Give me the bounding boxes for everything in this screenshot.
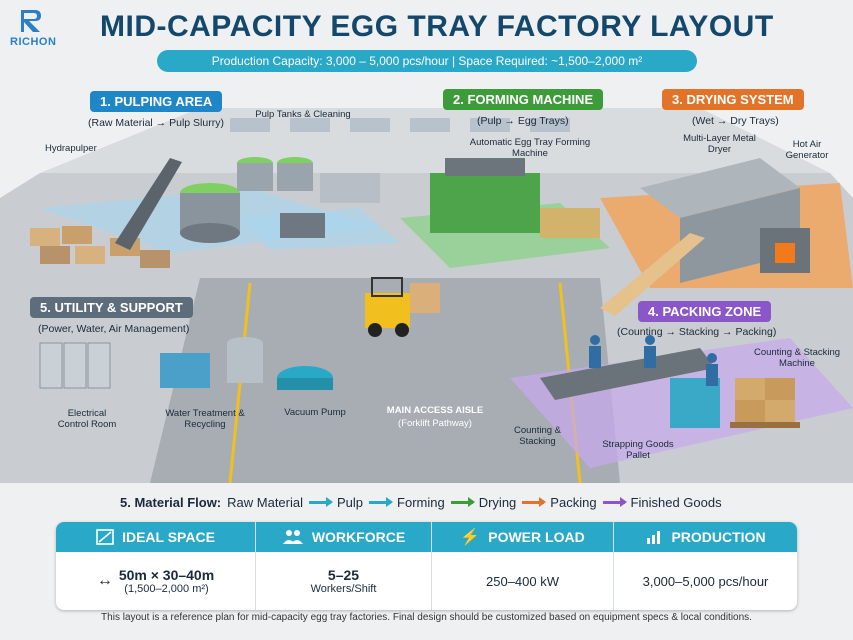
water-treatment-tanks xyxy=(160,337,263,388)
callout-pulp-tanks: Pulp Tanks & Cleaning xyxy=(255,109,351,120)
zone-subtitle-utility: (Power, Water, Air Management) xyxy=(38,323,190,335)
zone-title-utility: 5. UTILITY & SUPPORT xyxy=(30,297,193,318)
finished-pallet xyxy=(730,378,800,428)
zone-subtitle-drying: (Wet → Dry Trays) xyxy=(692,115,779,127)
zone-title-drying: 3. DRYING SYSTEM xyxy=(662,89,804,110)
footnote: This layout is a reference plan for mid-… xyxy=(101,612,752,623)
aisle-sublabel: (Forklift Pathway) xyxy=(398,418,472,429)
callout-hydrapulper: Hydrapulper xyxy=(45,143,97,154)
flow-step: Packing xyxy=(550,494,597,510)
packing-conveyor xyxy=(540,348,715,400)
flow-arrow-icon xyxy=(309,496,333,507)
stat-value-workforce: 5–25 xyxy=(327,567,360,583)
flow-arrow-icon xyxy=(450,496,475,507)
flow-arrow-icon xyxy=(369,496,394,507)
callout-stacking-machine: Counting & Stacking Machine xyxy=(753,347,841,369)
main-aisle xyxy=(150,278,620,483)
vacuum-pump xyxy=(277,366,333,390)
callout-forming-machine: Automatic Egg Tray Forming Machine xyxy=(469,137,591,159)
stat-value-space: 50m × 30–40m xyxy=(118,567,215,583)
stat-ideal-space: IDEAL SPACE ↔ 50m × 30–40m (1,500–2,000 … xyxy=(56,522,256,610)
forming-machine xyxy=(430,173,540,233)
electrical-cabinets xyxy=(39,342,111,389)
workers-icon xyxy=(282,530,303,544)
stat-head-power: POWER LOAD xyxy=(488,529,585,545)
flow-step: Drying xyxy=(478,494,517,510)
zone-subtitle-forming: (Pulp → Egg Trays) xyxy=(477,115,569,127)
zone-subtitle-packing: (Counting → Stacking → Packing) xyxy=(617,326,777,338)
stacking-machine xyxy=(670,378,720,428)
flow-step: Finished Goods xyxy=(630,494,722,510)
zone-title-packing: 4. PACKING ZONE xyxy=(638,301,772,322)
stats-panel: IDEAL SPACE ↔ 50m × 30–40m (1,500–2,000 … xyxy=(56,522,797,610)
wet-tray-rack xyxy=(540,208,600,238)
stat-workforce: WORKFORCE 5–25 Workers/Shift xyxy=(256,522,432,610)
callout-water-treatment: Water Treatment & Recycling xyxy=(165,408,245,430)
pulp-tank-1 xyxy=(237,163,273,191)
feed-conveyor xyxy=(115,158,182,250)
wall-windows xyxy=(230,118,570,132)
dimension-arrow-icon: ↔ xyxy=(96,572,113,589)
lightning-icon: ⚡ xyxy=(460,529,481,546)
richon-logo-mark xyxy=(21,10,41,32)
stat-detail-workforce: Workers/Shift xyxy=(310,583,377,595)
flow-step: Raw Material xyxy=(227,494,303,510)
callout-vacuum-pump: Vacuum Pump xyxy=(284,407,346,418)
page-title: MID-CAPACITY EGG TRAY FACTORY LAYOUT xyxy=(100,10,774,43)
material-flow-label: 5. Material Flow: xyxy=(120,494,222,510)
material-flow: 5. Material Flow: Raw Material Pulp Form… xyxy=(120,491,722,513)
stat-head-production: PRODUCTION xyxy=(671,529,766,545)
flow-arrow-icon xyxy=(602,496,627,507)
capacity-banner: Production Capacity: 3,000 – 5,000 pcs/h… xyxy=(157,50,697,72)
callout-electrical: Electrical Control Room xyxy=(57,408,117,430)
dried-tray-conveyor xyxy=(600,233,705,316)
area-icon xyxy=(96,529,114,545)
logo-text: RICHON xyxy=(10,36,57,48)
callout-dryer: Multi-Layer Metal Dryer xyxy=(683,133,756,155)
packing-workers xyxy=(589,335,718,386)
zone-subtitle-pulping: (Raw Material → Pulp Slurry) xyxy=(88,117,224,129)
callout-hot-air-generator: Hot Air Generator xyxy=(785,139,829,161)
cleaning-unit xyxy=(280,213,325,238)
callout-strapping: Strapping Goods Pallet xyxy=(602,439,674,461)
flow-arrow-icon xyxy=(522,496,547,507)
stat-production: PRODUCTION 3,000–5,000 pcs/hour xyxy=(614,522,797,610)
stat-value-production: 3,000–5,000 pcs/hour xyxy=(642,573,769,589)
forklift xyxy=(365,277,440,337)
aisle-label: MAIN ACCESS AISLE xyxy=(386,405,484,416)
factory-scene: 1. PULPING AREA (Raw Material → Pulp Slu… xyxy=(0,78,853,483)
stat-head-space: IDEAL SPACE xyxy=(122,529,215,545)
richon-logo: RICHON xyxy=(10,8,80,50)
stat-value-power: 250–400 kW xyxy=(486,573,559,589)
multi-layer-dryer-top xyxy=(640,158,800,218)
pulp-rack xyxy=(320,173,380,203)
flow-step: Forming xyxy=(397,494,445,510)
factory-floor-illustration xyxy=(0,108,853,483)
zone-title-pulping: 1. PULPING AREA xyxy=(90,91,223,112)
stat-detail-space: (1,500–2,000 m²) xyxy=(124,583,209,595)
stat-head-workforce: WORKFORCE xyxy=(311,529,406,545)
stat-power: ⚡ POWER LOAD 250–400 kW xyxy=(432,522,614,610)
zone-title-forming: 2. FORMING MACHINE xyxy=(443,89,604,110)
pulp-tank-2 xyxy=(277,163,313,191)
flow-step: Pulp xyxy=(337,494,364,510)
callout-counting-stacking: Counting & Stacking xyxy=(513,425,561,447)
chart-icon xyxy=(647,531,661,544)
